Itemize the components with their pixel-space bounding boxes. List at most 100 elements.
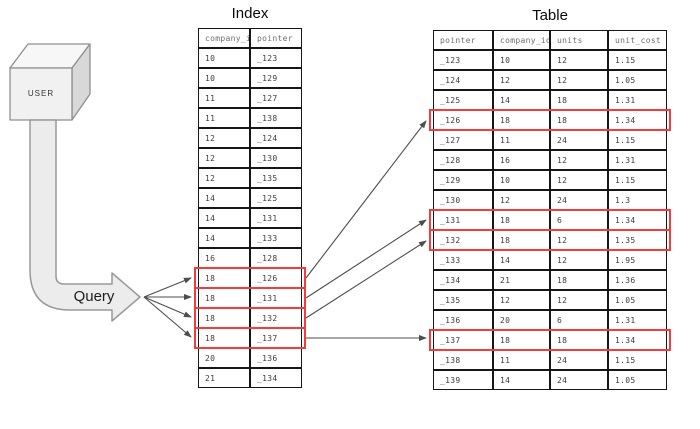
- table-cell: 18: [198, 308, 250, 328]
- table-cell: 1.15: [608, 130, 667, 150]
- table-cell: _126: [433, 110, 493, 130]
- table-header-cell: company_id: [198, 28, 250, 48]
- table-cell: _137: [433, 330, 493, 350]
- table-cell: _132: [433, 230, 493, 250]
- table-cell: 18: [493, 110, 550, 130]
- table-cell: 18: [550, 270, 608, 290]
- table-cell: 16: [198, 248, 250, 268]
- table-cell: _139: [433, 370, 493, 390]
- table-cell: 11: [493, 350, 550, 370]
- table-cell: 1.31: [608, 310, 667, 330]
- table-header-cell: pointer: [250, 28, 302, 48]
- table-cell: 11: [198, 108, 250, 128]
- table-cell: 6: [550, 210, 608, 230]
- table-cell: 18: [198, 268, 250, 288]
- table-cell: _132: [250, 308, 302, 328]
- table-row: 12_135: [198, 168, 302, 188]
- table-row: 14_133: [198, 228, 302, 248]
- table-cell: 12: [493, 190, 550, 210]
- table-cell: 10: [198, 68, 250, 88]
- table-cell: _131: [433, 210, 493, 230]
- table-cell: 10: [198, 48, 250, 68]
- table-cell: 20: [493, 310, 550, 330]
- table-cell: _131: [250, 288, 302, 308]
- table-cell: 12: [550, 230, 608, 250]
- table-cell: _124: [433, 70, 493, 90]
- table-cell: 1.15: [608, 50, 667, 70]
- table-cell: _134: [433, 270, 493, 290]
- table-cell: 21: [198, 368, 250, 388]
- table-cell: 20: [198, 348, 250, 368]
- table-cell: 16: [493, 150, 550, 170]
- table-title: Table: [532, 7, 568, 24]
- user-cube-icon: [9, 43, 91, 121]
- table-cell: 18: [198, 288, 250, 308]
- table-cell: _124: [250, 128, 302, 148]
- table-cell: 21: [493, 270, 550, 290]
- table-cell: _128: [250, 248, 302, 268]
- table-cell: 1.34: [608, 110, 667, 130]
- table-cell: 18: [550, 90, 608, 110]
- table-row-highlighted: 18_131: [194, 287, 306, 309]
- table-cell: 18: [493, 230, 550, 250]
- table-cell: _134: [250, 368, 302, 388]
- table-cell: 14: [493, 250, 550, 270]
- table-cell: _128: [433, 150, 493, 170]
- table-cell: 1.34: [608, 330, 667, 350]
- table-cell: 11: [198, 88, 250, 108]
- table-cell: 1.95: [608, 250, 667, 270]
- table-cell: _136: [250, 348, 302, 368]
- table-cell: _133: [433, 250, 493, 270]
- index-table: company_idpointer10_12310_12911_12711_13…: [194, 28, 306, 388]
- table-cell: _129: [250, 68, 302, 88]
- table-cell: 14: [198, 208, 250, 228]
- table-cell: 12: [198, 148, 250, 168]
- table-row: 16_128: [198, 248, 302, 268]
- table-cell: 1.34: [608, 210, 667, 230]
- table-cell: 12: [198, 168, 250, 188]
- user-cube-label: USER: [27, 89, 55, 98]
- table-header-cell: company_id: [493, 30, 550, 50]
- table-row-highlighted: 18_137: [194, 327, 306, 349]
- table-cell: 12: [550, 250, 608, 270]
- index-title: Index: [231, 5, 269, 22]
- table-cell: _125: [250, 188, 302, 208]
- table-cell: _138: [250, 108, 302, 128]
- table-row: 20_136: [198, 348, 302, 368]
- table-cell: 24: [550, 350, 608, 370]
- table-row: 10_129: [198, 68, 302, 88]
- table-cell: _135: [250, 168, 302, 188]
- table-cell: _138: [433, 350, 493, 370]
- table-cell: 14: [198, 188, 250, 208]
- table-row: 10_123: [198, 48, 302, 68]
- table-header-row: company_idpointer: [198, 28, 302, 48]
- table-cell: 6: [550, 310, 608, 330]
- table-cell: 18: [550, 110, 608, 130]
- table-cell: _127: [250, 88, 302, 108]
- table-cell: 10: [493, 170, 550, 190]
- index-to-table-arrows: [305, 120, 427, 341]
- table-cell: 18: [493, 330, 550, 350]
- table-cell: 12: [550, 170, 608, 190]
- table-cell: 14: [198, 228, 250, 248]
- table-cell: _133: [250, 228, 302, 248]
- table-cell: 12: [493, 70, 550, 90]
- table-cell: 1.36: [608, 270, 667, 290]
- table-cell: 14: [493, 90, 550, 110]
- table-cell: _131: [250, 208, 302, 228]
- table-cell: 24: [550, 130, 608, 150]
